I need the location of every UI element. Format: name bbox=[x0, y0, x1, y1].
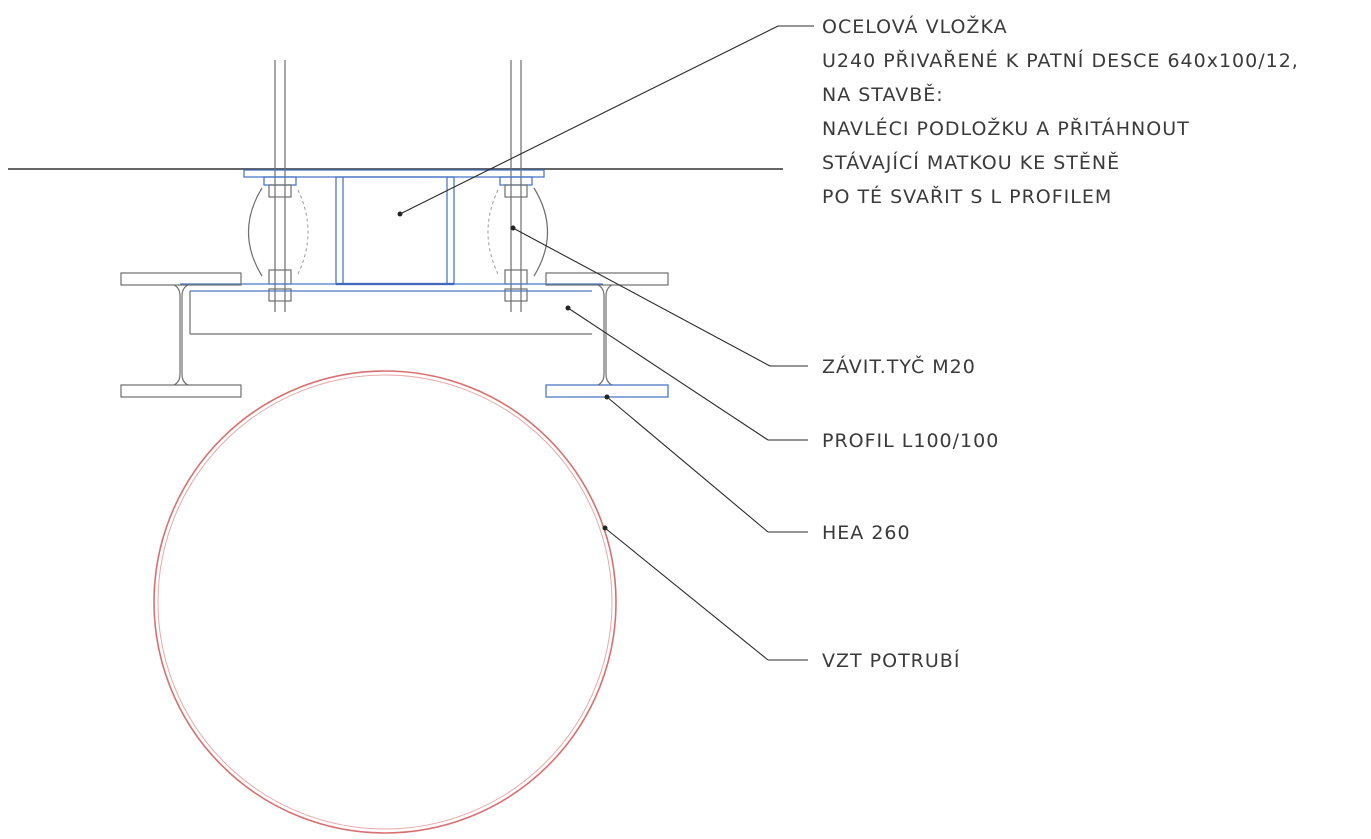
label-insert-title: OCELOVÁ VLOŽKA bbox=[822, 15, 1008, 38]
label-insert-line4: NAVLÉCI PODLOŽKU A PŘITÁHNOUT bbox=[822, 117, 1190, 140]
label-insert-line3: NA STAVBĚ: bbox=[822, 83, 944, 106]
threaded-rod-right bbox=[510, 60, 522, 312]
leader-duct bbox=[602, 525, 808, 661]
washer-arc-right-dashed bbox=[487, 189, 499, 275]
vzt-duct bbox=[153, 370, 617, 834]
label-hea-beam: HEA 260 bbox=[822, 522, 911, 544]
label-insert-line6: PO TÉ SVAŘIT S L PROFILEM bbox=[822, 185, 1112, 208]
label-threaded-rod: ZÁVIT.TYČ M20 bbox=[822, 354, 976, 378]
leader-rod bbox=[510, 225, 808, 367]
washer-arc-left-dashed bbox=[297, 189, 309, 275]
nut-top-right bbox=[499, 176, 533, 198]
label-insert-line5: STÁVAJÍCÍ MATKOU KE STĚNĚ bbox=[822, 151, 1120, 174]
leader-insert bbox=[397, 25, 814, 217]
washer-arc-left bbox=[247, 187, 263, 277]
nut-bottom-right bbox=[504, 269, 528, 302]
foot-plate bbox=[243, 169, 545, 178]
threaded-rod-left bbox=[274, 60, 286, 312]
hea-beam-left bbox=[120, 272, 242, 398]
leader-angle bbox=[565, 305, 808, 441]
label-angle-profile: PROFIL L100/100 bbox=[822, 430, 999, 452]
label-vzt-duct: VZT POTRUBÍ bbox=[822, 649, 960, 672]
steel-insert-u240 bbox=[335, 176, 455, 286]
nut-bottom-left bbox=[268, 269, 292, 302]
leader-beam bbox=[604, 394, 808, 533]
washer-arc-right bbox=[533, 187, 549, 277]
angle-profile-l100 bbox=[180, 283, 603, 335]
label-insert-line2: U240 PŘIVAŘENÉ K PATNÍ DESCE 640x100/12, bbox=[822, 49, 1299, 72]
nut-top-left bbox=[263, 176, 297, 198]
